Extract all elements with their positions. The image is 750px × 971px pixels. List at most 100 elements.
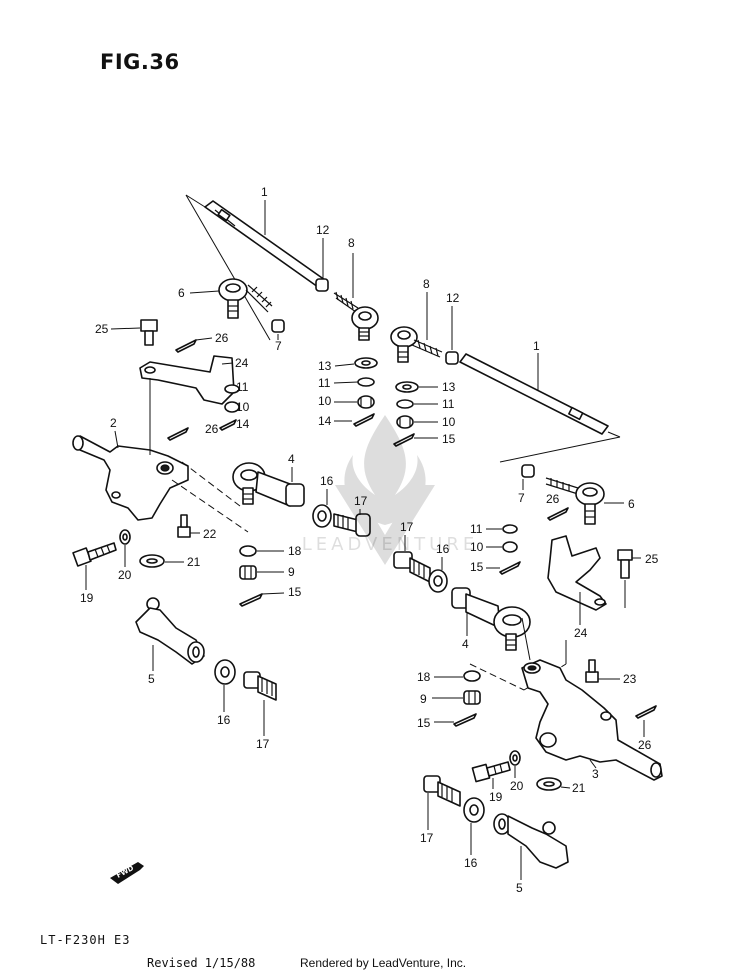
callout-26: 26 <box>546 492 560 506</box>
callout-14: 15 <box>417 716 431 730</box>
washer-21-right[interactable] <box>536 777 562 791</box>
callout-17: 17 <box>354 494 368 508</box>
callout-20: 20 <box>118 568 132 582</box>
steering-arm-right[interactable] <box>547 535 607 611</box>
castle-nut-10-d[interactable] <box>502 541 518 553</box>
washer-13-right[interactable] <box>395 381 419 393</box>
callout-1: 1 <box>261 185 268 199</box>
callout-10: 10 <box>236 400 250 414</box>
castle-nut-10-left[interactable] <box>357 395 375 409</box>
washer-21-left[interactable] <box>139 554 165 568</box>
cotter-pin-15-right[interactable] <box>393 433 415 447</box>
washer-18-left[interactable] <box>239 545 257 557</box>
tie-rod-end-inner-right[interactable] <box>390 326 443 363</box>
callout-24: 23 <box>623 672 637 686</box>
cotter-pin-15-left[interactable] <box>353 413 375 427</box>
callout-13: 13 <box>318 359 332 373</box>
steering-arm-left[interactable] <box>139 355 235 405</box>
forward-arrow-icon: FWD <box>110 862 144 884</box>
callout-16: 16 <box>436 542 450 556</box>
callout-8: 7 <box>518 491 525 505</box>
washer-20-right[interactable] <box>509 750 521 766</box>
tie-rod-end-4-right[interactable] <box>451 587 531 651</box>
cotter-pin-14-right[interactable] <box>453 713 477 727</box>
leader-line <box>560 786 571 789</box>
callout-8: 7 <box>275 339 282 353</box>
callout-18: 18 <box>417 670 431 684</box>
tie-rod-end-4-left[interactable] <box>232 462 305 507</box>
leader-line <box>114 430 119 449</box>
lock-nut-8-left[interactable] <box>271 319 285 333</box>
bolt-17-center-right[interactable] <box>393 551 431 583</box>
washer-11-b[interactable] <box>224 384 240 394</box>
alignment-line <box>469 663 525 691</box>
callout-16: 16 <box>217 713 231 727</box>
bolt-19-left[interactable] <box>72 542 117 567</box>
tie-rod-end-inner-left[interactable] <box>333 291 379 341</box>
watermark-text: LEADVENTURE <box>301 534 479 555</box>
washer-11-d[interactable] <box>502 524 518 534</box>
tie-rod-end-outer-right[interactable] <box>545 477 605 525</box>
callout-6: 6 <box>178 286 185 300</box>
cotter-pin-26-left[interactable] <box>167 427 189 441</box>
tie-rod-right[interactable] <box>459 353 609 435</box>
bolt-24-left[interactable] <box>177 514 191 538</box>
cotter-pin-15-b[interactable] <box>219 419 237 431</box>
cotter-pin-26-left-upper[interactable] <box>175 339 197 353</box>
tie-rod-end-outer-left[interactable] <box>218 278 273 319</box>
washer-18-right[interactable] <box>463 670 481 682</box>
castle-nut-10-right[interactable] <box>396 415 414 429</box>
revision-date: Revised 1/15/88 <box>147 956 256 970</box>
leader-line <box>333 381 359 384</box>
callout-11: 11 <box>236 380 249 394</box>
castle-nut-10-b[interactable] <box>224 401 240 413</box>
washer-13-left[interactable] <box>354 357 378 369</box>
cotter-pin-26-right[interactable] <box>635 705 657 719</box>
bolt-19-right[interactable] <box>471 761 511 783</box>
callout-21: 21 <box>572 781 586 795</box>
leader-line <box>221 362 234 365</box>
bolt-25-right[interactable] <box>617 549 633 579</box>
bushing-16-center-right[interactable] <box>428 569 448 593</box>
lock-nut-right[interactable] <box>445 351 459 365</box>
castle-nut-9-left[interactable] <box>239 565 257 580</box>
callout-15: 15 <box>442 432 456 446</box>
bushing-16-lower-left[interactable] <box>214 659 236 685</box>
knuckle-left[interactable] <box>72 435 189 521</box>
washer-20-left[interactable] <box>119 529 131 545</box>
callout-3: 3 <box>592 767 599 781</box>
washer-11-right[interactable] <box>396 399 414 409</box>
callout-16: 16 <box>464 856 478 870</box>
cotter-pin-14-left[interactable] <box>239 593 263 607</box>
callout-26: 26 <box>638 738 652 752</box>
bushing-16-lower-right[interactable] <box>463 797 485 823</box>
bolt-24-right[interactable] <box>585 659 599 683</box>
callout-9: 9 <box>288 565 295 579</box>
callout-17: 17 <box>400 520 414 534</box>
bolt-25-left[interactable] <box>140 319 158 346</box>
callout-9: 9 <box>420 692 427 706</box>
bolt-17-center-left[interactable] <box>333 513 371 537</box>
callout-14: 15 <box>288 585 302 599</box>
ball-joint-right[interactable] <box>493 813 569 869</box>
cotter-pin-15-d[interactable] <box>499 561 521 575</box>
bolt-17-lower-right[interactable] <box>423 775 461 807</box>
knuckle-right[interactable] <box>521 659 663 781</box>
lock-nut-8-right[interactable] <box>521 464 535 478</box>
bushing-16-center-left[interactable] <box>312 504 332 528</box>
castle-nut-9-right[interactable] <box>463 690 481 705</box>
bolt-17-lower-left[interactable] <box>243 671 277 701</box>
callout-11: 11 <box>318 376 331 390</box>
leader-line <box>334 363 355 367</box>
cotter-pin-26-right-upper[interactable] <box>547 507 569 521</box>
callout-4: 4 <box>462 637 469 651</box>
ball-joint-left[interactable] <box>135 597 205 665</box>
washer-11-left[interactable] <box>357 377 375 387</box>
model-code: LT-F230H E3 <box>40 933 131 947</box>
callout-2: 2 <box>110 416 117 430</box>
callout-10: 10 <box>442 415 456 429</box>
callout-10: 10 <box>318 394 332 408</box>
callout-15: 14 <box>318 414 332 428</box>
lock-nut-left[interactable] <box>315 278 329 292</box>
bracket-line <box>499 436 621 463</box>
